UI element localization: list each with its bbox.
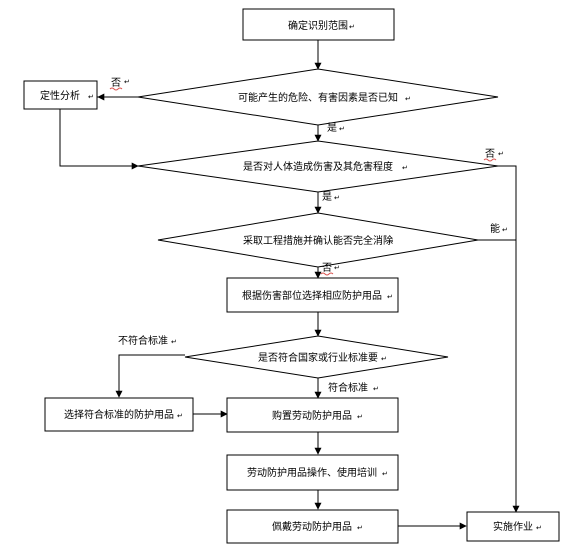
label-compliant: 符合标准 [328, 381, 368, 394]
node-return-marks: ↵ ↵ ↵ ↵ ↵ ↵ ↵ ↵ ↵ ↵ ↵ ↵ [88, 23, 542, 532]
return-mark: ↵ [388, 238, 394, 246]
node-implement-label: 实施作业 [493, 520, 533, 533]
node-select-compliant-label: 选择符合标准的防护用品 [64, 408, 174, 421]
node-training-label: 劳动防护用品操作、使用培训 [247, 466, 377, 479]
node-known: 可能产生的危险、有害因素是否已知 [137, 68, 499, 126]
return-mark: ↵ [502, 226, 508, 234]
node-standard-label: 是否符合国家或行业标准要 [258, 351, 378, 364]
return-mark: ↵ [124, 78, 130, 86]
spell-mark [109, 87, 123, 91]
node-qualitative: 定性分析 [23, 80, 98, 110]
node-training: 劳动防护用品操作、使用培训 [226, 454, 399, 491]
node-engineering-label: 采取工程措施并确认能否完全消除 [243, 234, 393, 247]
node-implement: 实施作业 [466, 511, 560, 542]
node-standard: 是否符合国家或行业标准要 [184, 335, 449, 379]
arrow-harm-no-to-implement [498, 165, 520, 513]
label-can: 能 [490, 222, 500, 235]
node-select-ppe-label: 根据伤害部位选择相应防护用品 [242, 289, 382, 302]
arrow-standard-not-compliant [115, 354, 185, 398]
label-no-harm: 否 [485, 148, 495, 160]
label-no-known: 否 [111, 77, 121, 89]
edge-labels: 否 ↵ 是 ↵ 否 ↵ 是 ↵ 能 ↵ 否 ↵ 不符合标准 ↵ 符合标准 ↵ [109, 77, 508, 394]
node-wear-label: 佩戴劳动防护用品 [272, 520, 352, 533]
return-mark: ↵ [498, 150, 504, 158]
node-harm-label: 是否对人体造成伤害及其危害程度 [243, 160, 393, 173]
label-yes-known: 是 [327, 122, 337, 134]
return-mark: ↵ [339, 125, 345, 133]
return-mark: ↵ [536, 524, 542, 532]
return-mark: ↵ [373, 385, 379, 393]
return-mark: ↵ [177, 412, 183, 420]
return-mark: ↵ [349, 23, 355, 31]
return-mark: ↵ [171, 338, 177, 346]
return-mark: ↵ [334, 264, 340, 272]
node-select-ppe: 根据伤害部位选择相应防护用品 [226, 277, 399, 313]
connectors [59, 40, 520, 530]
node-wear: 佩戴劳动防护用品 [226, 509, 399, 544]
node-scope-label: 确定识别范围 [288, 19, 348, 32]
return-mark: ↵ [387, 293, 393, 301]
return-mark: ↵ [357, 413, 363, 421]
return-mark: ↵ [381, 355, 387, 363]
node-harm: 是否对人体造成伤害及其危害程度 [137, 140, 499, 193]
node-select-compliant: 选择符合标准的防护用品 [44, 397, 194, 432]
label-not-compliant: 不符合标准 [118, 334, 168, 347]
node-purchase: 购置劳动防护用品 [226, 397, 399, 433]
return-mark: ↵ [88, 93, 94, 101]
spell-mark [483, 158, 497, 162]
node-qualitative-label: 定性分析 [40, 89, 80, 102]
label-no-eng: 否 [322, 262, 332, 274]
node-engineering: 采取工程措施并确认能否完全消除 [157, 212, 479, 268]
label-yes-harm: 是 [322, 191, 332, 203]
node-scope: 确定识别范围 [242, 8, 395, 41]
arrow-qualitative-to-harm [59, 109, 139, 170]
return-mark: ↵ [405, 95, 411, 103]
spell-mark [320, 272, 334, 276]
return-mark: ↵ [357, 524, 363, 532]
return-mark: ↵ [402, 164, 408, 172]
return-mark: ↵ [334, 194, 340, 202]
node-purchase-label: 购置劳动防护用品 [272, 409, 352, 422]
node-known-label: 可能产生的危险、有害因素是否已知 [238, 91, 398, 104]
return-mark: ↵ [382, 470, 388, 478]
